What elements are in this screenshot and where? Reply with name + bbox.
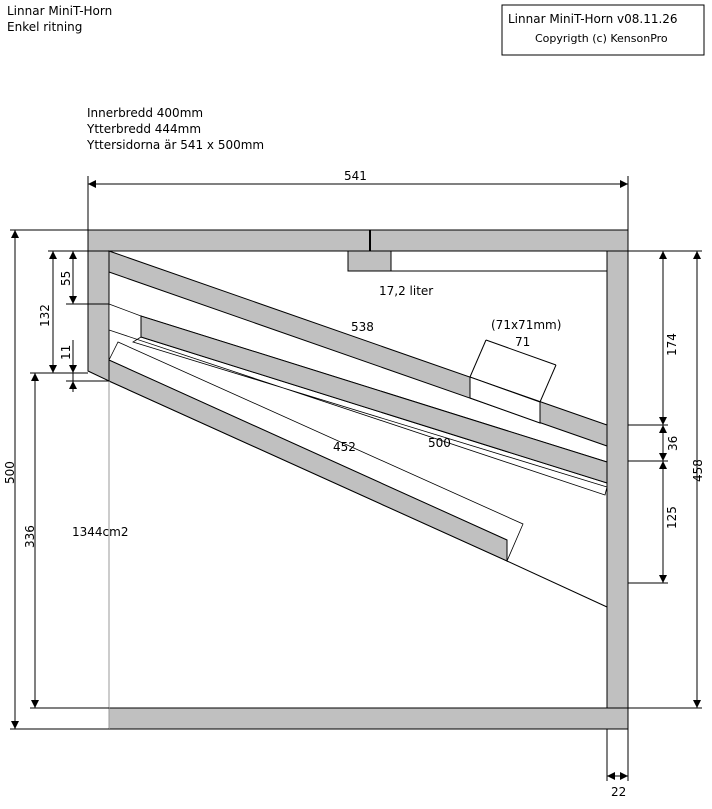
dim-125-arrow-bottom bbox=[659, 575, 667, 583]
port-dim-ext-right bbox=[539, 364, 557, 403]
dim-132-arrow-bottom bbox=[49, 365, 57, 373]
dim-174-arrow-bottom bbox=[659, 417, 667, 425]
driver-block bbox=[347, 250, 392, 272]
dim-22-arrow-left bbox=[607, 772, 615, 780]
dim-458-arrow-top bbox=[693, 251, 701, 259]
title-box-line1: Linnar MiniT-Horn v08.11.26 bbox=[508, 12, 678, 26]
right-panel bbox=[606, 250, 629, 709]
drawing-title: Linnar MiniT-Horn bbox=[7, 4, 112, 18]
top-panel bbox=[87, 229, 629, 252]
board-538-label: 538 bbox=[351, 320, 374, 334]
left-panel bbox=[87, 250, 110, 382]
board-500-fill bbox=[140, 315, 608, 484]
dim-541-arrow-right bbox=[620, 180, 628, 188]
dim-500-arrow-top bbox=[11, 230, 19, 238]
dim-11-arrow-bottom bbox=[69, 381, 77, 389]
mouth-line-lower bbox=[506, 560, 608, 608]
port-size-label: (71x71mm) bbox=[491, 318, 561, 332]
dim-132-label: 132 bbox=[38, 304, 52, 327]
dim-336-arrow-bottom bbox=[31, 700, 39, 708]
port-dim-line bbox=[485, 339, 557, 366]
dim-11-arrow-top bbox=[69, 365, 77, 373]
dim-22-label: 22 bbox=[611, 785, 626, 799]
note-outer-width: Ytterbredd 444mm bbox=[86, 122, 201, 136]
dim-458-arrow-bottom bbox=[693, 700, 701, 708]
dim-541-arrow-left bbox=[88, 180, 96, 188]
note-inner-width: Innerbredd 400mm bbox=[87, 106, 203, 120]
port-opening bbox=[469, 376, 541, 424]
dim-336-arrow-top bbox=[31, 373, 39, 381]
dim-55-arrow-top bbox=[69, 251, 77, 259]
dim-336-label: 336 bbox=[23, 525, 37, 548]
title-box bbox=[501, 4, 705, 56]
drawing-subtitle: Enkel ritning bbox=[7, 20, 82, 34]
dim-458-label: 458 bbox=[691, 459, 705, 482]
dim-36-label: 36 bbox=[666, 436, 680, 451]
port-dim-ext-left bbox=[469, 339, 487, 378]
dim-36-arrow-top bbox=[659, 425, 667, 433]
dim-11-label: 11 bbox=[59, 345, 73, 360]
volume-label: 17,2 liter bbox=[379, 284, 433, 298]
title-box-line2: Copyrigth (c) KensonPro bbox=[535, 32, 668, 45]
dim-125-label: 125 bbox=[665, 506, 679, 529]
bottom-panel bbox=[108, 707, 629, 730]
dim-174-label: 174 bbox=[665, 333, 679, 356]
dim-22-arrow-right bbox=[620, 772, 628, 780]
dim-36-arrow-bottom bbox=[659, 453, 667, 461]
port-width-label: 71 bbox=[515, 335, 530, 349]
dim-132-arrow-top bbox=[49, 251, 57, 259]
dim-500-label: 500 bbox=[3, 461, 17, 484]
dim-125-arrow-top bbox=[659, 461, 667, 469]
note-outer-sides: Yttersidorna är 541 x 500mm bbox=[86, 138, 264, 152]
mouth-area-label: 1344cm2 bbox=[72, 525, 128, 539]
dim-541-label: 541 bbox=[344, 169, 367, 183]
board-500-label: 500 bbox=[428, 436, 451, 450]
dim-174-arrow-top bbox=[659, 251, 667, 259]
board-452-label: 452 bbox=[333, 440, 356, 454]
dim-500-arrow-bottom bbox=[11, 721, 19, 729]
dim-55-arrow-bottom bbox=[69, 296, 77, 304]
dim-55-label: 55 bbox=[59, 271, 73, 286]
